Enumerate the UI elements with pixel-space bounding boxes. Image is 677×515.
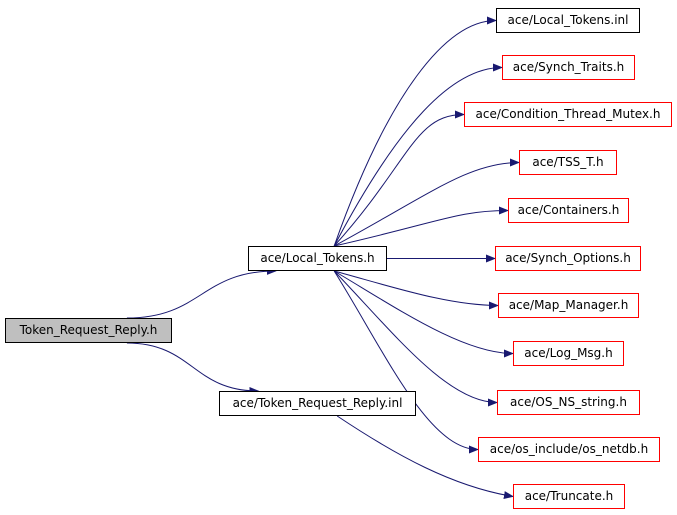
node-synch-traits-h[interactable]: ace/Synch_Traits.h	[502, 55, 635, 80]
edge-local_tokens_h-to-local_tokens_inl	[333, 16, 497, 247]
edge-local_tokens_h-to-cond_thread_mutex	[333, 110, 465, 247]
node-token-request-reply-inl[interactable]: ace/Token_Request_Reply.inl	[219, 391, 416, 416]
edge-local_tokens_h-to-log_msg	[333, 270, 514, 358]
node-local-tokens-h[interactable]: ace/Local_Tokens.h	[248, 246, 387, 271]
node-map-manager-h[interactable]: ace/Map_Manager.h	[498, 293, 639, 318]
edge-root-to-trr_inl	[126, 342, 260, 395]
node-synch-options-h[interactable]: ace/Synch_Options.h	[495, 246, 641, 271]
edge-local_tokens_h-to-synch_traits	[333, 63, 503, 247]
node-tss-t-h[interactable]: ace/TSS_T.h	[519, 150, 617, 175]
edge-trr_inl-to-truncate	[336, 415, 514, 499]
node-truncate-h[interactable]: ace/Truncate.h	[513, 484, 625, 509]
edge-local_tokens_h-to-tss_t	[333, 158, 520, 247]
edge-local_tokens_h-to-containers	[334, 206, 509, 247]
node-os-netdb-h[interactable]: ace/os_include/os_netdb.h	[478, 437, 660, 462]
edge-local_tokens_h-to-os_netdb	[333, 270, 479, 454]
node-containers-h[interactable]: ace/Containers.h	[508, 198, 629, 223]
node-token-request-reply-h[interactable]: Token_Request_Reply.h	[5, 318, 172, 343]
node-log-msg-h[interactable]: ace/Log_Msg.h	[513, 341, 624, 366]
edge-root-to-local_tokens_h	[126, 267, 277, 319]
node-condition-thread-mutex-h[interactable]: ace/Condition_Thread_Mutex.h	[464, 102, 672, 127]
node-os-ns-string-h[interactable]: ace/OS_NS_string.h	[497, 390, 640, 415]
edge-local_tokens_h-to-map_manager	[334, 270, 499, 310]
node-local-tokens-inl[interactable]: ace/Local_Tokens.inl	[496, 8, 640, 33]
edge-local_tokens_h-to-os_ns_string	[333, 270, 498, 407]
